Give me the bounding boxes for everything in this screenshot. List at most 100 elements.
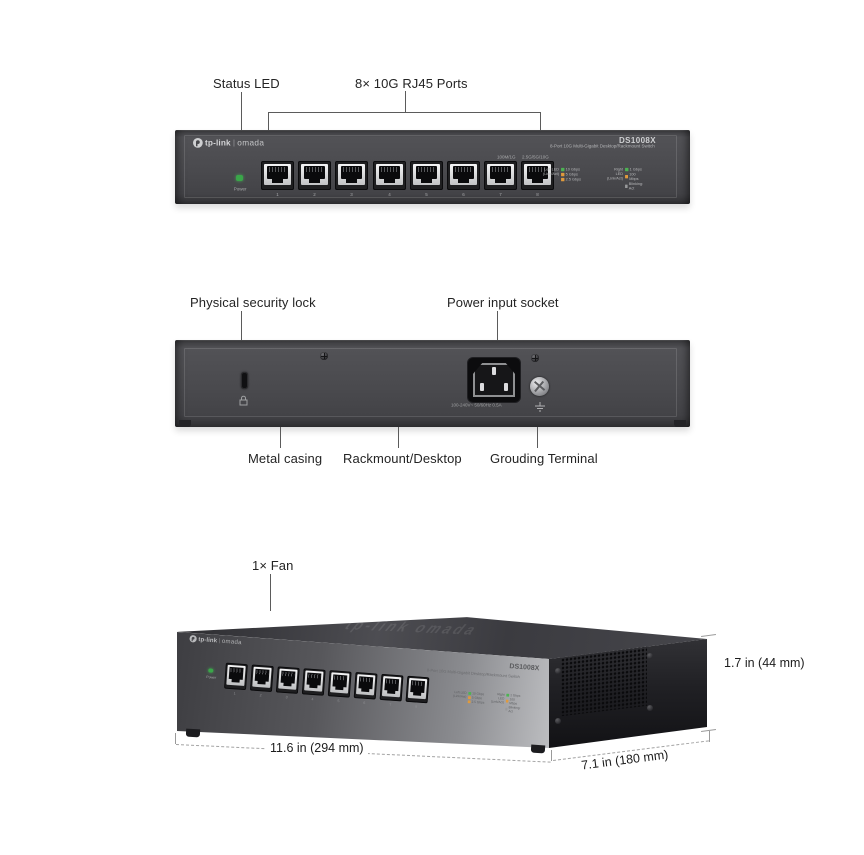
brand-logo: tp-link | omada	[189, 634, 242, 646]
port-number: 4	[388, 192, 391, 197]
legend-swatch-amber	[561, 172, 565, 177]
label-status-led: Status LED	[213, 76, 280, 91]
brand-separator: |	[233, 138, 236, 147]
led-legend-right: Right LED(Link/Act) 1 Gbps 100 Mbps Blin…	[490, 692, 521, 714]
dim-tick	[709, 731, 710, 742]
rj45-port-5	[410, 161, 443, 190]
power-led-label: Power	[206, 675, 217, 680]
rubber-foot	[179, 420, 191, 427]
legend-swatch-gray	[625, 184, 628, 188]
earth-ground-icon	[535, 402, 545, 412]
dim-width-text: 11.6 in (294 mm)	[266, 741, 368, 755]
switch-front-view: tp-link | omada Power 100M/1G 2.5G/5G/10…	[175, 130, 690, 204]
led-legend-right: Right LED(Link/Act) 1 Gbps 100 Mbps Blin…	[607, 167, 644, 191]
rj45-port-4	[373, 161, 406, 190]
led-legend-left: Left LED(Link/Act) 10 Gbps 5 Gbps 2.5 Gb…	[452, 690, 485, 705]
legend-title: Right LED	[614, 167, 623, 176]
legend-row-label: 100 Mbps	[629, 172, 639, 181]
rj45-port-3	[275, 666, 300, 694]
rj45-port-2	[298, 161, 331, 190]
port-number: 3	[285, 695, 288, 700]
padlock-icon	[239, 395, 248, 406]
rj45-port-7	[484, 161, 517, 190]
dim-tick	[175, 733, 176, 744]
dim-tick	[551, 750, 552, 761]
label-grounding-terminal: Grouding Terminal	[490, 451, 598, 466]
port-number: 8	[536, 192, 539, 197]
tp-link-logo-icon	[189, 634, 197, 643]
label-rj45-ports: 8× 10G RJ45 Ports	[355, 76, 468, 91]
led-legend-left: Left LED(Link/Act) 10 Gbps 5 Gbps 2.5 Gb…	[543, 167, 581, 182]
inlet-pin	[480, 383, 484, 391]
power-rating-text: 100-240V~ 50/60Hz 0.5A	[451, 403, 502, 408]
legend-row-label: Blinking: Act	[628, 181, 644, 191]
leader-power-socket	[497, 311, 498, 366]
side-screw	[647, 705, 653, 711]
brand-name: tp-link	[198, 635, 218, 644]
rj45-port-6	[353, 672, 378, 700]
legend-swatch-amber	[625, 174, 629, 179]
legend-swatch-green	[625, 167, 629, 171]
rj45-port-5	[327, 670, 352, 698]
switch-side-face	[549, 639, 707, 748]
port-number: 1	[276, 192, 279, 197]
port-number: 5	[425, 192, 428, 197]
leader-grounding	[537, 427, 538, 448]
brand-sub: omada	[221, 637, 242, 646]
port-number: 8	[415, 704, 418, 709]
rj45-port-7	[379, 673, 404, 702]
brand-name: tp-link	[205, 138, 231, 148]
speed-mark-left: 100M/1G	[497, 155, 516, 160]
switch-back-view: 100-240V~ 50/60Hz 0.5A	[175, 340, 690, 427]
kensington-slot	[241, 372, 248, 389]
power-input-socket	[468, 358, 520, 402]
rj45-port-8	[521, 161, 554, 190]
tp-link-logo-icon	[193, 138, 203, 148]
inlet-pin	[504, 383, 508, 391]
port-number: 7	[389, 702, 392, 707]
power-status-led	[208, 668, 214, 673]
label-security-lock: Physical security lock	[190, 295, 316, 310]
leader-metal-casing	[280, 427, 281, 448]
grounding-terminal-screw	[530, 377, 549, 396]
model-number: DS1008X	[509, 663, 540, 673]
rj45-port-6	[447, 161, 480, 190]
legend-swatch-green	[561, 167, 565, 171]
port-number: 1	[233, 691, 236, 696]
panel-screw	[531, 354, 539, 362]
model-number: DS1008X	[618, 136, 656, 145]
brand-sub: omada	[237, 138, 265, 148]
rj45-port-3	[335, 161, 368, 190]
port-number: 2	[313, 192, 316, 197]
legend-subtitle: (Link/Act)	[607, 176, 623, 181]
port-number: 3	[350, 192, 353, 197]
rj45-port-8	[405, 675, 430, 704]
label-rackmount-desktop: Rackmount/Desktop	[343, 451, 462, 466]
legend-swatch-amber	[561, 177, 565, 182]
rubber-foot	[185, 728, 201, 738]
side-screw	[647, 653, 653, 659]
port-number: 2	[259, 693, 262, 698]
legend-title: Left LED	[544, 167, 559, 172]
side-screw	[555, 718, 561, 724]
rubber-foot	[674, 420, 686, 427]
leader-fan	[270, 574, 271, 611]
front-panel-outline	[184, 135, 677, 198]
label-fan: 1× Fan	[252, 558, 294, 573]
speed-mark-right: 2.5G/5G/10G	[522, 155, 549, 160]
legend-subtitle: (Link/Act)	[543, 171, 559, 176]
legend-row-label: 5 Gbps	[565, 172, 578, 177]
brand-separator: |	[218, 637, 221, 644]
rj45-port-1	[224, 662, 248, 691]
port-number: 6	[462, 192, 465, 197]
rj45-port-1	[261, 161, 294, 190]
dim-height-text: 1.7 in (44 mm)	[724, 656, 805, 670]
model-subtitle: 8-Port 10G Multi-Gigabit Desktop/Rackmou…	[550, 144, 655, 149]
leader-rackmount	[398, 427, 399, 448]
side-screw	[555, 668, 561, 674]
port-number: 6	[363, 700, 366, 705]
port-number: 5	[337, 698, 340, 703]
rj45-port-4	[301, 668, 326, 696]
inlet-pin	[492, 367, 496, 375]
